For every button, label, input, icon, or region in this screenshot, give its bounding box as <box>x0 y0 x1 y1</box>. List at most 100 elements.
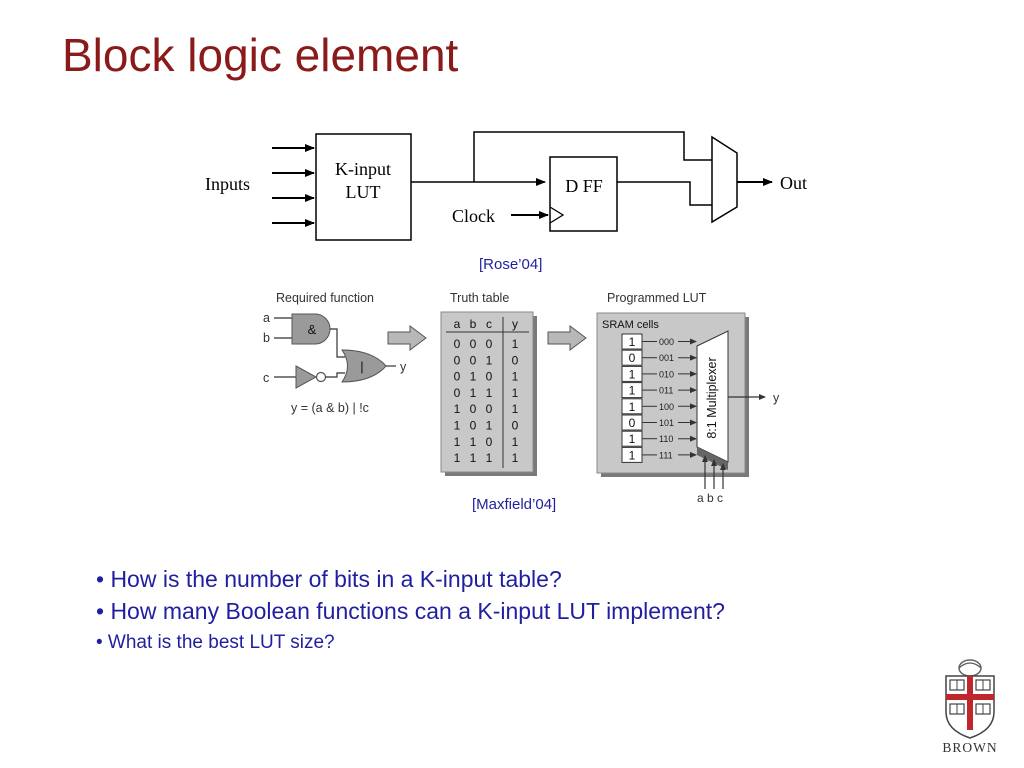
dff-to-mux-wire <box>617 181 712 206</box>
truth-table-cell: 1 <box>512 370 519 384</box>
truth-table-header: a b c y <box>454 317 518 331</box>
lut-box <box>315 133 412 241</box>
th-b: b <box>470 317 477 331</box>
lut-label-line1: K-input <box>335 159 391 179</box>
truth-table-cell: 0 <box>486 337 493 351</box>
truth-table-cell: 1 <box>512 337 519 351</box>
mux-address-label: 011 <box>659 386 673 396</box>
truth-table-cell: 1 <box>486 451 493 465</box>
sram-cell-value: 0 <box>629 351 636 365</box>
bullet-item: • What is the best LUT size? <box>96 632 335 653</box>
truth-table-cell: 0 <box>470 353 477 367</box>
truth-table-cell: 1 <box>454 419 461 433</box>
clock-label: Clock <box>452 206 495 226</box>
dff-label: D FF <box>565 176 603 196</box>
truth-table-cell: 0 <box>454 353 461 367</box>
not-to-or-wire <box>325 372 345 378</box>
th-c: c <box>486 317 492 331</box>
gate-input-c: c <box>263 371 269 385</box>
truth-table-cell: 1 <box>512 435 519 449</box>
truth-table-panel <box>440 311 534 473</box>
bullet-item: • How is the number of bits in a K-input… <box>96 566 562 592</box>
bypass-wire <box>473 131 712 182</box>
truth-table-title: Truth table <box>450 291 509 305</box>
gate-input-b: b <box>263 331 270 345</box>
mux-select-labels: a b c <box>697 491 723 504</box>
th-a: a <box>454 317 461 331</box>
or-gate-symbol: | <box>360 359 363 374</box>
and-gate-symbol: & <box>308 322 317 337</box>
rose-citation: [Rose’04] <box>479 256 543 273</box>
truth-table-cell: 0 <box>454 386 461 400</box>
truth-table-cell: 1 <box>454 402 461 416</box>
mux-address-label: 110 <box>659 434 673 444</box>
sram-cell-value: 1 <box>629 384 636 398</box>
not-bubble <box>315 371 327 383</box>
truth-table-cell: 0 <box>454 370 461 384</box>
out-label: Out <box>780 173 807 193</box>
or-gate <box>341 349 387 383</box>
lut-block-diagram: Inputs K-input LUT D FF Clock Out <box>205 131 807 241</box>
and-gate <box>291 313 331 345</box>
gate-input-a: a <box>263 311 270 325</box>
th-y: y <box>512 317 518 331</box>
truth-table-cell: 0 <box>486 435 493 449</box>
dff-box <box>549 156 618 232</box>
truth-table-cell: 1 <box>470 370 477 384</box>
sram-cell-value: 1 <box>629 400 636 414</box>
sram-title: SRAM cells <box>602 319 659 331</box>
truth-table-cell: 0 <box>470 402 477 416</box>
truth-table-cell: 1 <box>470 451 477 465</box>
inputs-label: Inputs <box>205 174 250 194</box>
mux-address-label: 101 <box>659 418 674 428</box>
mux-address-label: 100 <box>659 402 674 412</box>
truth-table-cell: 1 <box>512 386 519 400</box>
mux-address-label: 000 <box>659 337 674 347</box>
maxfield-citation: [Maxfield’04] <box>472 496 557 513</box>
sram-cell-value: 0 <box>629 416 636 430</box>
brown-crest-icon <box>945 659 995 739</box>
mux-address-label: 010 <box>659 369 674 379</box>
truth-table-cell: 0 <box>470 419 477 433</box>
mux-label: 8:1 Multiplexer <box>705 357 719 438</box>
truth-table-cell: 1 <box>512 451 519 465</box>
not-gate <box>295 365 318 389</box>
sram-cell-value: 1 <box>629 432 636 446</box>
truth-table-cell: 1 <box>486 353 493 367</box>
required-function-title: Required function <box>276 291 374 305</box>
truth-table-cell: 0 <box>486 402 493 416</box>
mux-trapezoid <box>711 135 738 224</box>
truth-table-cell: 1 <box>486 386 493 400</box>
flow-arrow-1 <box>387 325 427 351</box>
truth-table-cell: 1 <box>454 435 461 449</box>
sram-cell-value: 1 <box>629 448 636 462</box>
boolean-expression: y = (a & b) | !c <box>291 401 369 415</box>
flow-arrow-2 <box>547 325 587 351</box>
clock-triangle <box>549 206 565 224</box>
sram-cell-value: 1 <box>629 367 636 381</box>
bullet-item: • How many Boolean functions can a K-inp… <box>96 598 725 624</box>
truth-table-cell: 1 <box>486 419 493 433</box>
lut-label-line2: LUT <box>346 182 381 202</box>
truth-table-cell: 1 <box>512 402 519 416</box>
truth-table-cell: 1 <box>470 435 477 449</box>
and-to-or-wire <box>330 328 345 358</box>
truth-table-cell: 0 <box>454 337 461 351</box>
gate-output-y: y <box>400 360 407 374</box>
truth-table-cell: 1 <box>454 451 461 465</box>
bullet-list: • How is the number of bits in a K-input… <box>96 563 725 659</box>
truth-table-cell: 0 <box>512 353 519 367</box>
mux-output-y: y <box>773 391 780 405</box>
brown-wordmark: BROWN <box>942 740 997 755</box>
truth-table-cell: 0 <box>486 370 493 384</box>
truth-table-cell: 1 <box>470 386 477 400</box>
brown-logo: BROWN <box>942 659 997 755</box>
mux-address-label: 001 <box>659 353 674 363</box>
truth-table-cell: 0 <box>512 419 519 433</box>
truth-table-cell: 0 <box>470 337 477 351</box>
programmed-lut-title: Programmed LUT <box>607 291 707 305</box>
lut-programming-diagram: Required function Truth table Programmed… <box>263 291 780 504</box>
slide-title: Block logic element <box>62 29 459 81</box>
